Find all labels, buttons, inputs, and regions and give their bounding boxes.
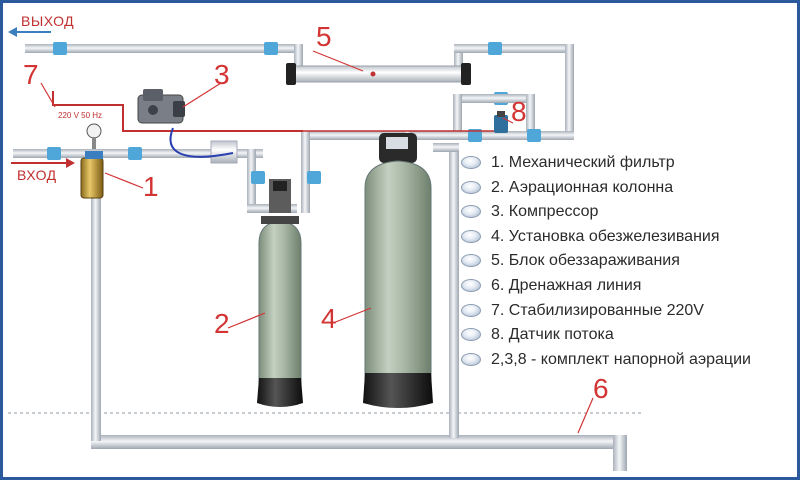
flow-arrows <box>8 27 75 168</box>
power-cable <box>52 91 503 132</box>
legend-item: 7. Стабилизированные 220V <box>461 299 797 324</box>
aeration-column <box>257 179 303 407</box>
iron-removal-unit <box>363 133 433 408</box>
legend: 1. Механический фильтр 2. Аэрационная ко… <box>461 151 797 373</box>
legend-item: 1. Механический фильтр <box>461 151 797 176</box>
legend-item: 2. Аэрационная колонна <box>461 176 797 201</box>
bypass-lines <box>303 94 535 140</box>
legend-item: 8. Датчик потока <box>461 323 797 348</box>
callout-4: 4 <box>321 303 337 334</box>
legend-item: 3. Компрессор <box>461 200 797 225</box>
legend-item-text: 5. Блок обеззараживания <box>491 252 680 270</box>
bullet-icon <box>461 205 481 219</box>
callout-2: 2 <box>214 308 230 339</box>
air-hose <box>169 127 234 158</box>
legend-item: 4. Установка обезжелезивания <box>461 225 797 250</box>
bullet-icon <box>461 303 481 317</box>
outlet-label: ВЫХОД <box>21 13 75 29</box>
legend-item-text: 4. Установка обезжелезивания <box>491 227 720 245</box>
bullet-icon <box>461 254 481 268</box>
inlet-label: ВХОД <box>17 167 57 183</box>
legend-item-text: 7. Стабилизированные 220V <box>491 301 704 319</box>
bullet-icon <box>461 180 481 194</box>
mechanical-filter <box>80 123 104 199</box>
callout-leaders <box>40 50 594 434</box>
legend-item-text: 6. Дренажная линия <box>491 276 642 294</box>
bullet-icon <box>461 278 481 292</box>
legend-item-text: 3. Компрессор <box>491 203 599 221</box>
drain-line <box>91 143 627 471</box>
callout-7: 7 <box>23 59 39 90</box>
legend-item: 6. Дренажная линия <box>461 274 797 299</box>
callout-5: 5 <box>316 21 332 52</box>
legend-item-text: 8. Датчик потока <box>491 326 614 344</box>
legend-item: 5. Блок обеззараживания <box>461 249 797 274</box>
legend-item-text: 2. Аэрационная колонна <box>491 178 674 196</box>
bullet-icon <box>461 229 481 243</box>
flow-sensor <box>494 111 508 133</box>
outlet-pipe <box>25 44 574 140</box>
bullet-icon <box>461 352 481 366</box>
bullet-icon <box>461 156 481 169</box>
callout-8: 8 <box>511 96 527 127</box>
compressor <box>137 89 185 124</box>
legend-item: 2,3,8 - комплект напорной аэрации <box>461 348 797 373</box>
legend-item-text: 2,3,8 - комплект напорной аэрации <box>491 350 751 368</box>
callout-6: 6 <box>593 373 609 404</box>
callout-3: 3 <box>214 59 230 90</box>
voltage-label: 220 V 50 Hz <box>58 111 103 120</box>
water-treatment-schematic <box>8 27 643 471</box>
callout-1: 1 <box>143 171 159 202</box>
legend-item-text: 1. Механический фильтр <box>491 154 675 171</box>
bullet-icon <box>461 328 481 342</box>
uv-sterilizer <box>286 63 471 85</box>
